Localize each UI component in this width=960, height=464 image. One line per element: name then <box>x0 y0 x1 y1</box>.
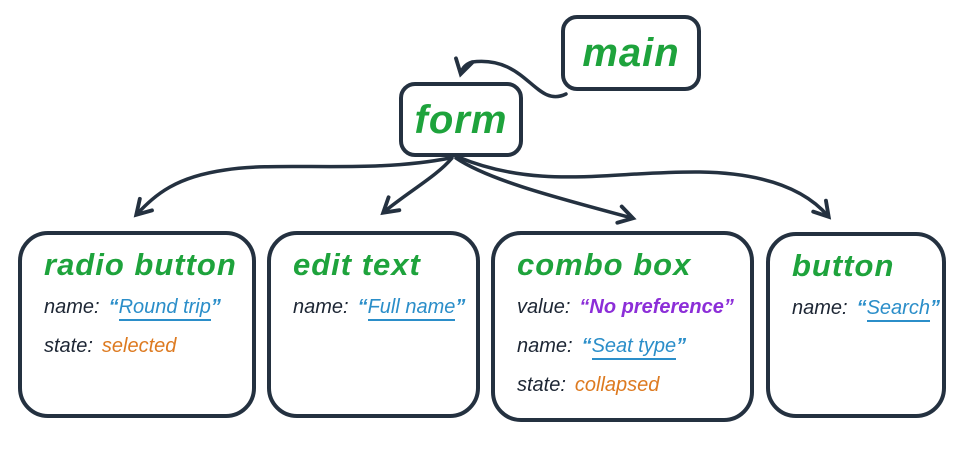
close-quote: ” <box>676 334 687 357</box>
prop-state: state: collapsed <box>517 373 732 397</box>
close-quote: ” <box>929 296 940 319</box>
node-main: main <box>561 15 701 91</box>
open-quote: “ <box>357 295 368 318</box>
node-combo-box-title: combo box <box>517 247 692 282</box>
prop-name: name: “Seat type” <box>517 334 732 360</box>
prop-value-row: value: “No preference” <box>517 295 734 319</box>
prop-key: value: <box>517 295 571 318</box>
open-quote: “ <box>579 295 590 318</box>
edge-form-combo-box <box>454 156 637 225</box>
prop-name: name: “Round trip” <box>44 295 234 321</box>
node-main-label: main <box>582 31 680 75</box>
prop-key: name: <box>44 295 100 318</box>
node-edit-text-title: edit text <box>293 247 421 282</box>
prop-state: state: selected <box>44 334 234 358</box>
edge-form-edit-text <box>380 156 454 216</box>
prop-key: state: <box>517 373 566 396</box>
edge-form-button <box>456 155 832 220</box>
prop-key: name: <box>293 295 349 318</box>
edge-form-radio-button <box>133 156 452 218</box>
node-edit-text: edit text name: “Full name” <box>267 231 480 418</box>
prop-name: name: “Full name” <box>293 295 465 321</box>
prop-key: name: <box>792 296 848 319</box>
node-form: form <box>399 82 523 157</box>
prop-value: Round trip <box>118 295 211 321</box>
close-quote: ” <box>210 295 221 318</box>
close-quote: ” <box>723 295 734 318</box>
prop-value: Search <box>866 296 930 322</box>
prop-key: state: <box>44 334 93 357</box>
node-radio-button-title: radio button <box>44 247 237 282</box>
node-combo-box: combo box value:“No preference” name:“Se… <box>491 231 754 422</box>
close-quote: ” <box>455 295 466 318</box>
node-button: button name: “Search” <box>766 232 946 418</box>
open-quote: “ <box>856 296 867 319</box>
node-form-label: form <box>414 97 508 142</box>
prop-value: No preference <box>589 295 724 318</box>
prop-value: selected <box>101 334 177 357</box>
node-radio-button: radio button name: “Round trip” state: sel… <box>18 231 256 418</box>
node-button-title: button <box>792 248 895 283</box>
prop-value: collapsed <box>574 373 660 396</box>
prop-value: Full name <box>367 295 456 321</box>
prop-name: name: “Search” <box>792 296 940 322</box>
open-quote: “ <box>581 334 592 357</box>
open-quote: “ <box>108 295 119 318</box>
prop-value: Seat type <box>591 334 677 360</box>
prop-key: name: <box>517 334 573 357</box>
